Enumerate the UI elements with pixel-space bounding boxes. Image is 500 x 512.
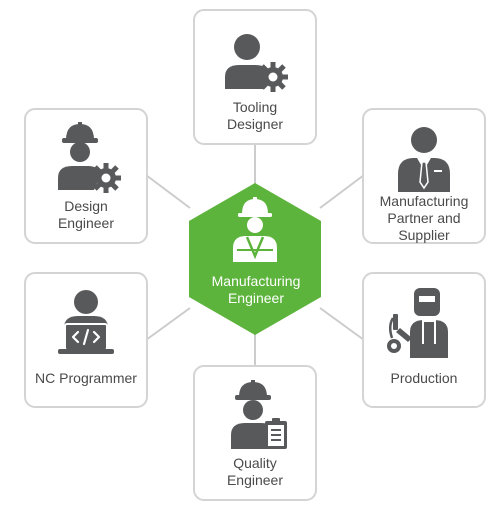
role-label-design-engineer: Design Engineer <box>57 198 115 231</box>
hard-hat-clipboard-icon <box>195 379 315 455</box>
role-label-nc-programmer: NC Programmer <box>35 370 137 386</box>
connector-manufacturing-partner <box>319 174 365 209</box>
connector-production <box>319 307 365 341</box>
role-card-production: Production <box>362 272 486 408</box>
role-card-tooling-designer: Tooling Designer <box>193 9 317 145</box>
role-label-manufacturing-partner: Manufacturing Partner and Supplier <box>379 193 469 243</box>
hub-label: Manufacturing Engineer <box>211 273 301 306</box>
hard-hat-vest-worker-icon <box>233 197 277 262</box>
connector-nc-programmer <box>145 307 191 341</box>
business-person-tie-icon <box>364 122 484 198</box>
role-card-design-engineer: Design Engineer <box>24 108 148 244</box>
role-label-production: Production <box>390 370 458 386</box>
hard-hat-gear-icon <box>26 122 146 198</box>
role-card-quality-engineer: Quality Engineer <box>193 365 317 501</box>
role-label-quality-engineer: Quality Engineer <box>226 455 284 488</box>
welder-icon <box>364 286 484 362</box>
connector-design-engineer <box>145 174 191 209</box>
connector-lines <box>145 144 365 366</box>
role-card-nc-programmer: NC Programmer <box>24 272 148 408</box>
role-card-manufacturing-partner: Manufacturing Partner and Supplier <box>362 108 486 244</box>
person-gear-icon <box>195 23 315 99</box>
person-laptop-code-icon <box>26 286 146 362</box>
role-label-tooling-designer: Tooling Designer <box>226 99 284 132</box>
